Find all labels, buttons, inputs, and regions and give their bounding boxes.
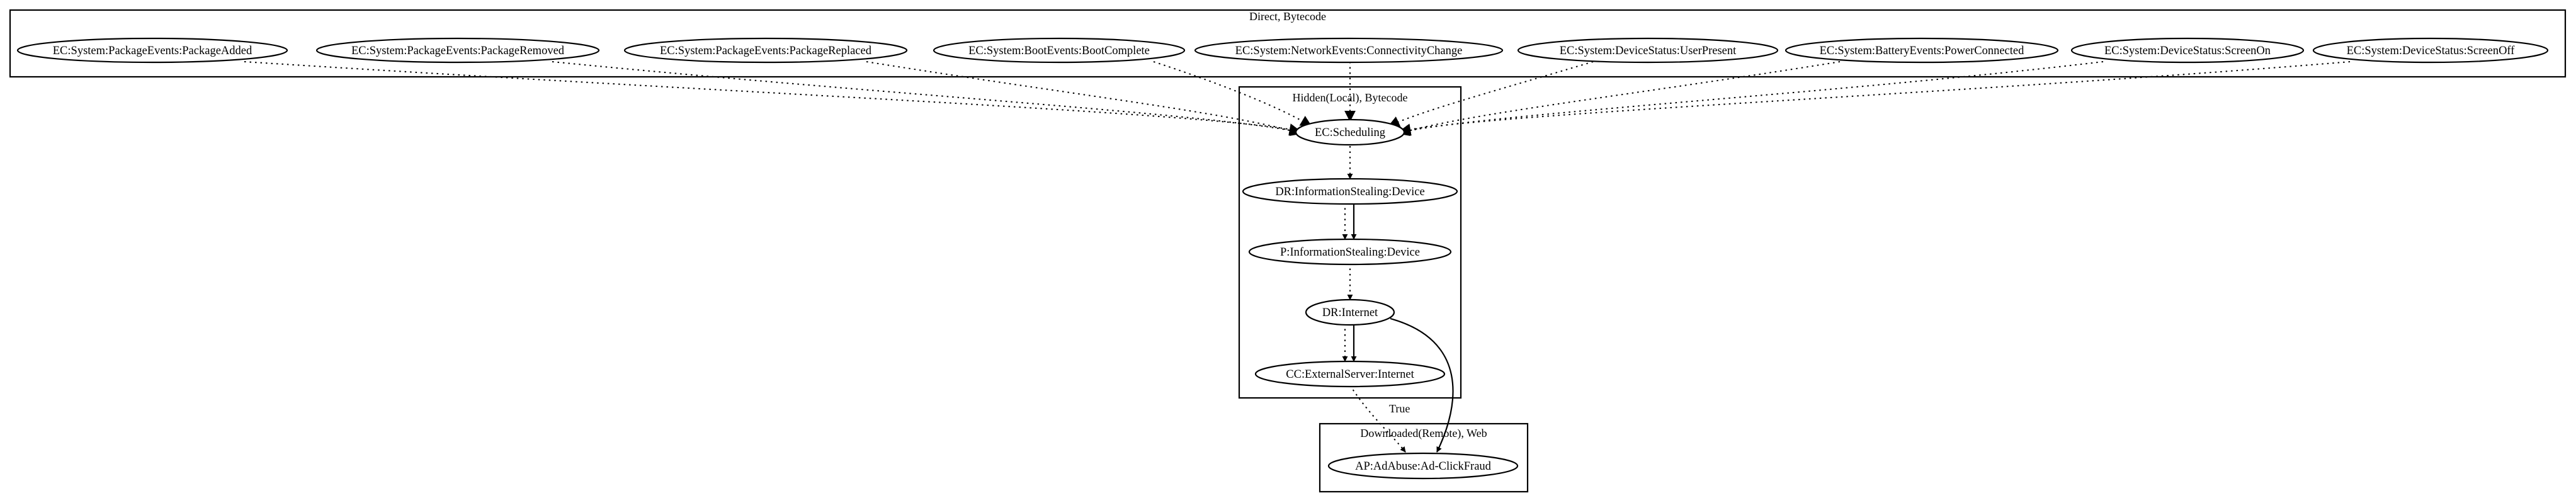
trigger-label: EC:System:PackageEvents:PackageReplaced	[660, 45, 872, 57]
trigger-label: EC:System:DeviceStatus:ScreenOff	[2347, 45, 2516, 57]
node-scheduling-label: EC:Scheduling	[1315, 127, 1385, 139]
node-cc-external-server[interactable]: CC:ExternalServer:Internet	[1254, 360, 1446, 388]
trigger-node-package-removed[interactable]: EC:System:PackageEvents:PackageRemoved	[315, 37, 600, 64]
cluster-direct-label: Direct, Bytecode	[1249, 10, 1326, 23]
cluster-downloaded-label: Downloaded(Remote), Web	[1360, 427, 1487, 440]
node-dr-information-stealing-label: DR:InformationStealing:Device	[1275, 186, 1424, 198]
trigger-nodes: EC:System:PackageEvents:PackageAdded EC:…	[16, 37, 2549, 64]
node-ap-ad-abuse-label: AP:AdAbuse:Ad-ClickFraud	[1355, 460, 1492, 473]
node-scheduling[interactable]: EC:Scheduling	[1295, 118, 1405, 146]
edge-trigger-2	[552, 61, 1301, 136]
edge-trigger-9	[1399, 61, 2351, 135]
cluster-downloaded: Downloaded(Remote), Web	[1319, 422, 1529, 493]
edge-trigger-8	[1399, 61, 2104, 136]
trigger-label: EC:System:DeviceStatus:UserPresent	[1560, 45, 1737, 57]
edge-trigger-7	[1398, 61, 1841, 137]
trigger-node-user-present[interactable]: EC:System:DeviceStatus:UserPresent	[1517, 37, 1779, 64]
trigger-label: EC:System:PackageEvents:PackageAdded	[53, 45, 252, 57]
node-cc-external-server-label: CC:ExternalServer:Internet	[1286, 368, 1414, 381]
internal-edges	[1342, 146, 1454, 453]
trigger-node-package-added[interactable]: EC:System:PackageEvents:PackageAdded	[16, 37, 288, 64]
trigger-edges	[244, 61, 2351, 137]
edge-cc-to-adabuse	[1349, 385, 1406, 453]
trigger-label: EC:System:BootEvents:BootComplete	[968, 45, 1150, 57]
trigger-label: EC:System:DeviceStatus:ScreenOn	[2104, 45, 2271, 57]
node-ap-ad-abuse[interactable]: AP:AdAbuse:Ad-ClickFraud	[1327, 452, 1519, 480]
cluster-direct: Direct, Bytecode	[9, 9, 2567, 78]
trigger-label: EC:System:PackageEvents:PackageRemoved	[351, 45, 565, 57]
node-p-information-stealing-label: P:InformationStealing:Device	[1280, 246, 1420, 259]
node-dr-information-stealing[interactable]: DR:InformationStealing:Device	[1242, 178, 1458, 205]
trigger-label: EC:System:BatteryEvents:PowerConnected	[1820, 45, 2024, 57]
edge-trigger-1	[244, 61, 1301, 135]
trigger-node-connectivity-change[interactable]: EC:System:NetworkEvents:ConnectivityChan…	[1194, 37, 1504, 64]
trigger-node-screen-on[interactable]: EC:System:DeviceStatus:ScreenOn	[2070, 37, 2305, 64]
node-p-information-stealing[interactable]: P:InformationStealing:Device	[1248, 238, 1452, 266]
trigger-node-screen-off[interactable]: EC:System:DeviceStatus:ScreenOff	[2312, 37, 2549, 64]
trigger-label: EC:System:NetworkEvents:ConnectivityChan…	[1235, 45, 1463, 57]
cluster-hidden-label: Hidden(Local), Bytecode	[1293, 91, 1408, 105]
trigger-node-package-replaced[interactable]: EC:System:PackageEvents:PackageReplaced	[623, 37, 908, 64]
node-dr-internet-label: DR:Internet	[1322, 307, 1378, 319]
edge-label-true: True	[1389, 402, 1410, 415]
trigger-node-boot-complete[interactable]: EC:System:BootEvents:BootComplete	[933, 37, 1186, 64]
edge-dr-internet-to-adabuse	[1390, 317, 1454, 453]
cluster-hidden: Hidden(Local), Bytecode	[1238, 86, 1462, 399]
trigger-node-power-connected[interactable]: EC:System:BatteryEvents:PowerConnected	[1784, 37, 2059, 64]
edge-trigger-6	[1388, 61, 1594, 127]
node-dr-internet[interactable]: DR:Internet	[1305, 298, 1395, 326]
